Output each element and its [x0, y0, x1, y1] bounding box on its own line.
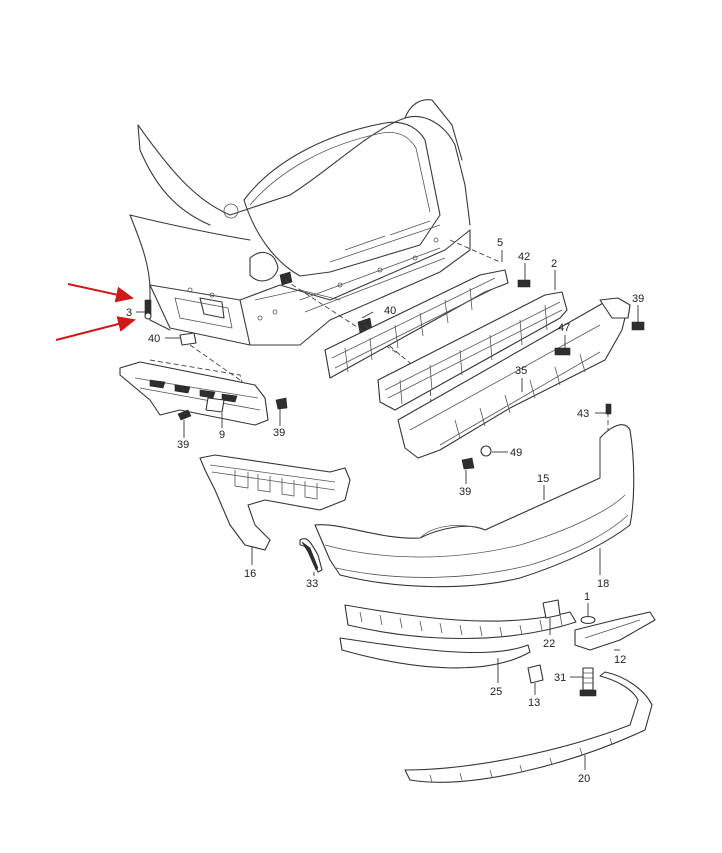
- bumper-reinforcement-part-2: [377, 291, 568, 411]
- spoiler-strip-part-20: [404, 671, 653, 783]
- bolt-part-31: [579, 667, 597, 697]
- callout-40b: 40: [384, 305, 396, 317]
- callout-12: 12: [614, 654, 626, 666]
- callout-49: 49: [510, 447, 522, 459]
- fasteners: [144, 279, 645, 470]
- bumper-cover-part-18: [314, 424, 635, 588]
- bolt-part-42: [517, 279, 531, 288]
- callout-2: 2: [551, 258, 557, 270]
- screw-part-43: [605, 403, 612, 415]
- nut-part-49: [480, 445, 492, 457]
- callout-labels: 3 40 40 39 9 39 5 42 2 39 47 35 43 49 39…: [126, 237, 644, 785]
- bolt-part-39a: [177, 409, 192, 421]
- callout-5: 5: [497, 237, 503, 249]
- callout-22: 22: [543, 638, 555, 650]
- bolt-part-39d: [461, 457, 475, 470]
- cap-part-22: [542, 599, 561, 619]
- side-bracket-part-9: [119, 361, 269, 426]
- callout-25: 25: [490, 686, 502, 698]
- bolt-part-39c: [631, 321, 645, 331]
- nut-part-40a: [179, 332, 197, 346]
- callout-47: 47: [558, 322, 570, 334]
- bumper-bracket-part-35: [397, 297, 631, 459]
- red-arrow-upper: [67, 283, 134, 303]
- callout-3: 3: [126, 307, 132, 319]
- callout-39c: 39: [632, 293, 644, 305]
- callout-40a: 40: [148, 333, 160, 345]
- callout-20: 20: [578, 773, 590, 785]
- callout-15: 15: [537, 473, 549, 485]
- callout-9: 9: [219, 429, 225, 441]
- callout-35: 35: [515, 365, 527, 377]
- callout-43: 43: [577, 408, 589, 420]
- callout-13: 13: [528, 697, 540, 709]
- red-arrow-lower: [55, 316, 136, 341]
- callout-39d: 39: [459, 486, 471, 498]
- callout-39a: 39: [177, 439, 189, 451]
- trim-strip-part-33: [299, 538, 323, 573]
- highlight-arrows: [55, 283, 136, 341]
- leader-lines: [136, 250, 639, 770]
- clip-part-13: [527, 664, 544, 684]
- bracket-plate-part-12: [574, 611, 656, 651]
- callout-18: 18: [597, 578, 609, 590]
- side-guide-part-16: [199, 454, 351, 551]
- washer-part-1: [580, 615, 596, 625]
- impact-absorber-part-5: [324, 269, 509, 379]
- callout-42: 42: [518, 251, 530, 263]
- callout-1: 1: [584, 591, 590, 603]
- bolt-part-39b: [275, 397, 288, 410]
- callout-39b: 39: [273, 427, 285, 439]
- callout-33: 33: [306, 578, 318, 590]
- bolt-part-47: [554, 347, 571, 356]
- lower-trim-part-25: [339, 604, 577, 669]
- callout-16: 16: [244, 568, 256, 580]
- callout-31: 31: [554, 672, 566, 684]
